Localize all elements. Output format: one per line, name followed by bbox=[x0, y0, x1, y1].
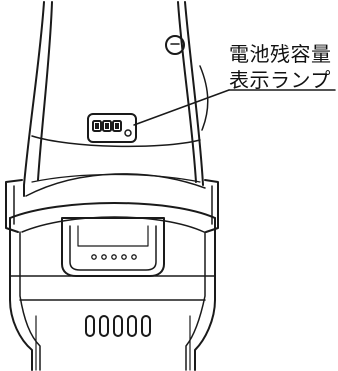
battery-collar bbox=[5, 179, 219, 233]
battery-release-latch bbox=[61, 217, 165, 277]
battery-vent-slots bbox=[85, 315, 151, 337]
callout-label-line2: 表示ランプ bbox=[229, 68, 331, 92]
tool-body bbox=[23, 1, 209, 197]
body-mark-icon bbox=[165, 35, 185, 55]
callout-label-line1: 電池残容量 bbox=[229, 42, 332, 66]
battery-pack bbox=[9, 217, 216, 371]
battery-indicator-panel bbox=[87, 113, 137, 143]
callout-leader-line bbox=[133, 89, 336, 126]
